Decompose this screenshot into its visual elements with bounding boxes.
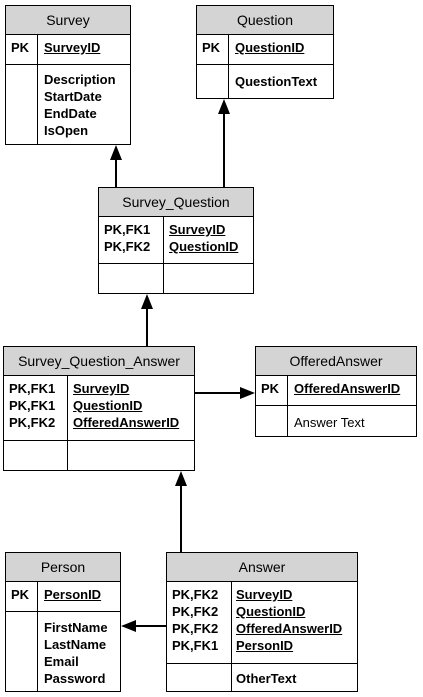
- relationship-edge: [110, 145, 122, 187]
- key-label: PK: [261, 381, 280, 396]
- relationship-edge: [121, 620, 166, 632]
- column-surveyid: SurveyID: [73, 381, 130, 396]
- column-offeredanswerid: OfferedAnswerID: [236, 621, 343, 636]
- column-offeredanswerid: OfferedAnswerID: [294, 381, 401, 396]
- arrowhead-icon: [121, 620, 136, 632]
- arrowhead-icon: [141, 294, 153, 309]
- key-label: PK,FK1: [9, 381, 56, 396]
- key-label: PK,FK2: [9, 415, 56, 430]
- column-questionid: QuestionID: [73, 398, 143, 413]
- entity-person: Person PK PersonID FirstName LastName Em…: [5, 552, 121, 692]
- attribute-list: QuestionText: [235, 73, 317, 90]
- column-surveyid: SurveyID: [44, 40, 101, 55]
- key-label: PK,FK1: [9, 398, 56, 413]
- arrowhead-icon: [218, 99, 230, 114]
- column-surveyid: SurveyID: [236, 587, 293, 602]
- primary-key-list: SurveyID QuestionID OfferedAnswerID: [73, 380, 179, 431]
- entity-survey-question: Survey_Question PK,FK1 PK,FK2 SurveyID Q…: [98, 187, 254, 294]
- entity-title: Answer: [167, 553, 357, 582]
- column-email: Email: [44, 654, 79, 669]
- primary-key-list: SurveyID QuestionID OfferedAnswerID Pers…: [236, 586, 342, 654]
- attribute-list: OtherText: [236, 670, 296, 687]
- entity-survey-question-answer: Survey_Question_Answer PK,FK1 PK,FK1 PK,…: [3, 346, 195, 471]
- pk-key-list: PK: [11, 39, 29, 56]
- key-label: PK,FK2: [104, 239, 151, 254]
- key-label: PK: [202, 40, 221, 55]
- column-personid: PersonID: [236, 638, 294, 653]
- column-description: Description: [44, 72, 116, 87]
- entity-title: OfferedAnswer: [256, 347, 416, 376]
- pk-key-list: PK: [202, 39, 220, 56]
- entity-survey: Survey PK SurveyID Description StartDate…: [5, 5, 131, 145]
- column-othertext: OtherText: [236, 671, 297, 686]
- relationship-edge: [218, 99, 230, 187]
- key-label: PK,FK2: [172, 621, 219, 636]
- pk-key-list: PK,FK1 PK,FK2: [104, 221, 150, 255]
- column-password: Password: [44, 671, 106, 686]
- entity-offered-answer: OfferedAnswer PK OfferedAnswerID Answer …: [255, 346, 417, 437]
- entity-title: Survey: [6, 6, 130, 35]
- column-startdate: StartDate: [44, 89, 102, 104]
- column-offeredanswerid: OfferedAnswerID: [73, 415, 180, 430]
- entity-title: Survey_Question_Answer: [4, 347, 194, 376]
- primary-key-list: PersonID: [44, 586, 101, 603]
- pk-key-list: PK,FK1 PK,FK1 PK,FK2: [9, 380, 55, 431]
- pk-key-list: PK,FK2 PK,FK2 PK,FK2 PK,FK1: [172, 586, 218, 654]
- column-answer-text: Answer Text: [294, 415, 365, 430]
- column-surveyid: SurveyID: [169, 222, 226, 237]
- pk-key-list: PK: [261, 380, 279, 397]
- primary-key-list: QuestionID: [235, 39, 304, 56]
- key-label: PK: [11, 587, 30, 602]
- entity-answer: Answer PK,FK2 PK,FK2 PK,FK2 PK,FK1 Surve…: [166, 552, 358, 692]
- column-questionid: QuestionID: [235, 40, 305, 55]
- primary-key-list: SurveyID QuestionID: [169, 221, 238, 255]
- pk-key-list: PK: [11, 586, 29, 603]
- primary-key-list: SurveyID: [44, 39, 100, 56]
- attribute-list: Answer Text: [294, 414, 365, 431]
- key-label: PK,FK2: [172, 604, 219, 619]
- entity-question: Question PK QuestionID QuestionText: [196, 5, 334, 99]
- column-lastname: LastName: [44, 637, 107, 652]
- entity-title: Question: [197, 6, 333, 35]
- key-label: PK,FK1: [104, 222, 151, 237]
- primary-key-list: OfferedAnswerID: [294, 380, 400, 397]
- column-questiontext: QuestionText: [235, 74, 318, 89]
- relationship-edge: [141, 294, 153, 346]
- arrowhead-icon: [175, 471, 187, 486]
- column-firstname: FirstName: [44, 620, 108, 635]
- relationship-edge: [195, 387, 255, 399]
- entity-title: Survey_Question: [99, 188, 253, 217]
- key-label: PK,FK2: [172, 587, 219, 602]
- column-questionid: QuestionID: [236, 604, 306, 619]
- key-label: PK,FK1: [172, 638, 219, 653]
- relationship-edge: [175, 471, 187, 552]
- column-isopen: IsOpen: [44, 123, 89, 138]
- attribute-list: Description StartDate EndDate IsOpen: [44, 71, 116, 139]
- attribute-list: FirstName LastName Email Password: [44, 619, 108, 687]
- arrowhead-icon: [110, 145, 122, 160]
- column-personid: PersonID: [44, 587, 102, 602]
- column-questionid: QuestionID: [169, 239, 239, 254]
- entity-title: Person: [6, 553, 120, 582]
- key-label: PK: [11, 40, 30, 55]
- arrowhead-icon: [240, 387, 255, 399]
- column-enddate: EndDate: [44, 106, 97, 121]
